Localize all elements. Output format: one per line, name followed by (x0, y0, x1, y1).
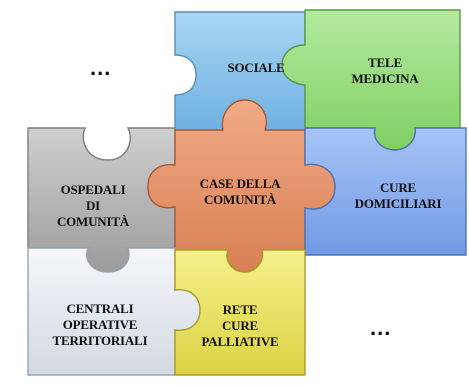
label-sociale: SOCIALE (227, 60, 285, 75)
label-telemedicina: TELE MEDICINA (351, 55, 419, 86)
label-case: CASE DELLA COMUNITÀ (199, 176, 281, 207)
label-centrali: CENTRALI OPERATIVE TERRITORIALI (52, 301, 148, 348)
label-ospedali: OSPEDALI DI COMUNITÀ (56, 182, 130, 229)
piece-cure-domiciliari (304, 127, 467, 256)
label-rete: RETE CURE PALLIATIVE (201, 302, 279, 349)
label-cure-domiciliari: CURE DOMICILIARI (354, 180, 442, 211)
ellipsis-top: ... (90, 55, 112, 80)
piece-rete (174, 249, 306, 376)
ellipsis-bottom: ... (370, 315, 392, 340)
